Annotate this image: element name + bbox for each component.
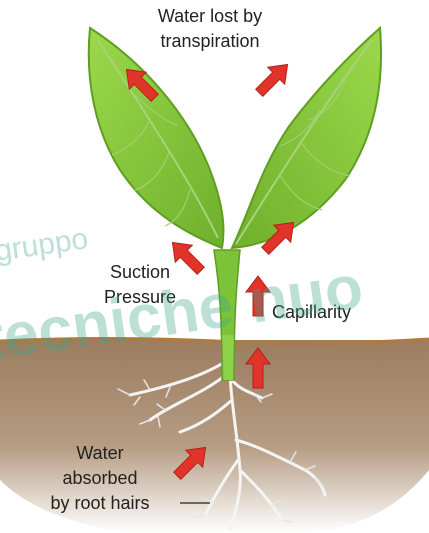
left-leaf (89, 28, 224, 248)
watermark-small: gruppo (0, 222, 90, 268)
absorbed-label-line2: absorbed (62, 468, 137, 488)
red-arrow-icon (164, 234, 209, 279)
red-arrow-icon (251, 56, 296, 101)
absorbed-label-line3: by root hairs (50, 493, 149, 513)
stem-base (222, 335, 234, 380)
suction-label-line1: Suction (110, 262, 170, 282)
transpiration-label-line1: Water lost by (158, 6, 262, 26)
absorbed-label-line1: Water (76, 443, 123, 463)
transpiration-label-line2: transpiration (160, 31, 259, 51)
